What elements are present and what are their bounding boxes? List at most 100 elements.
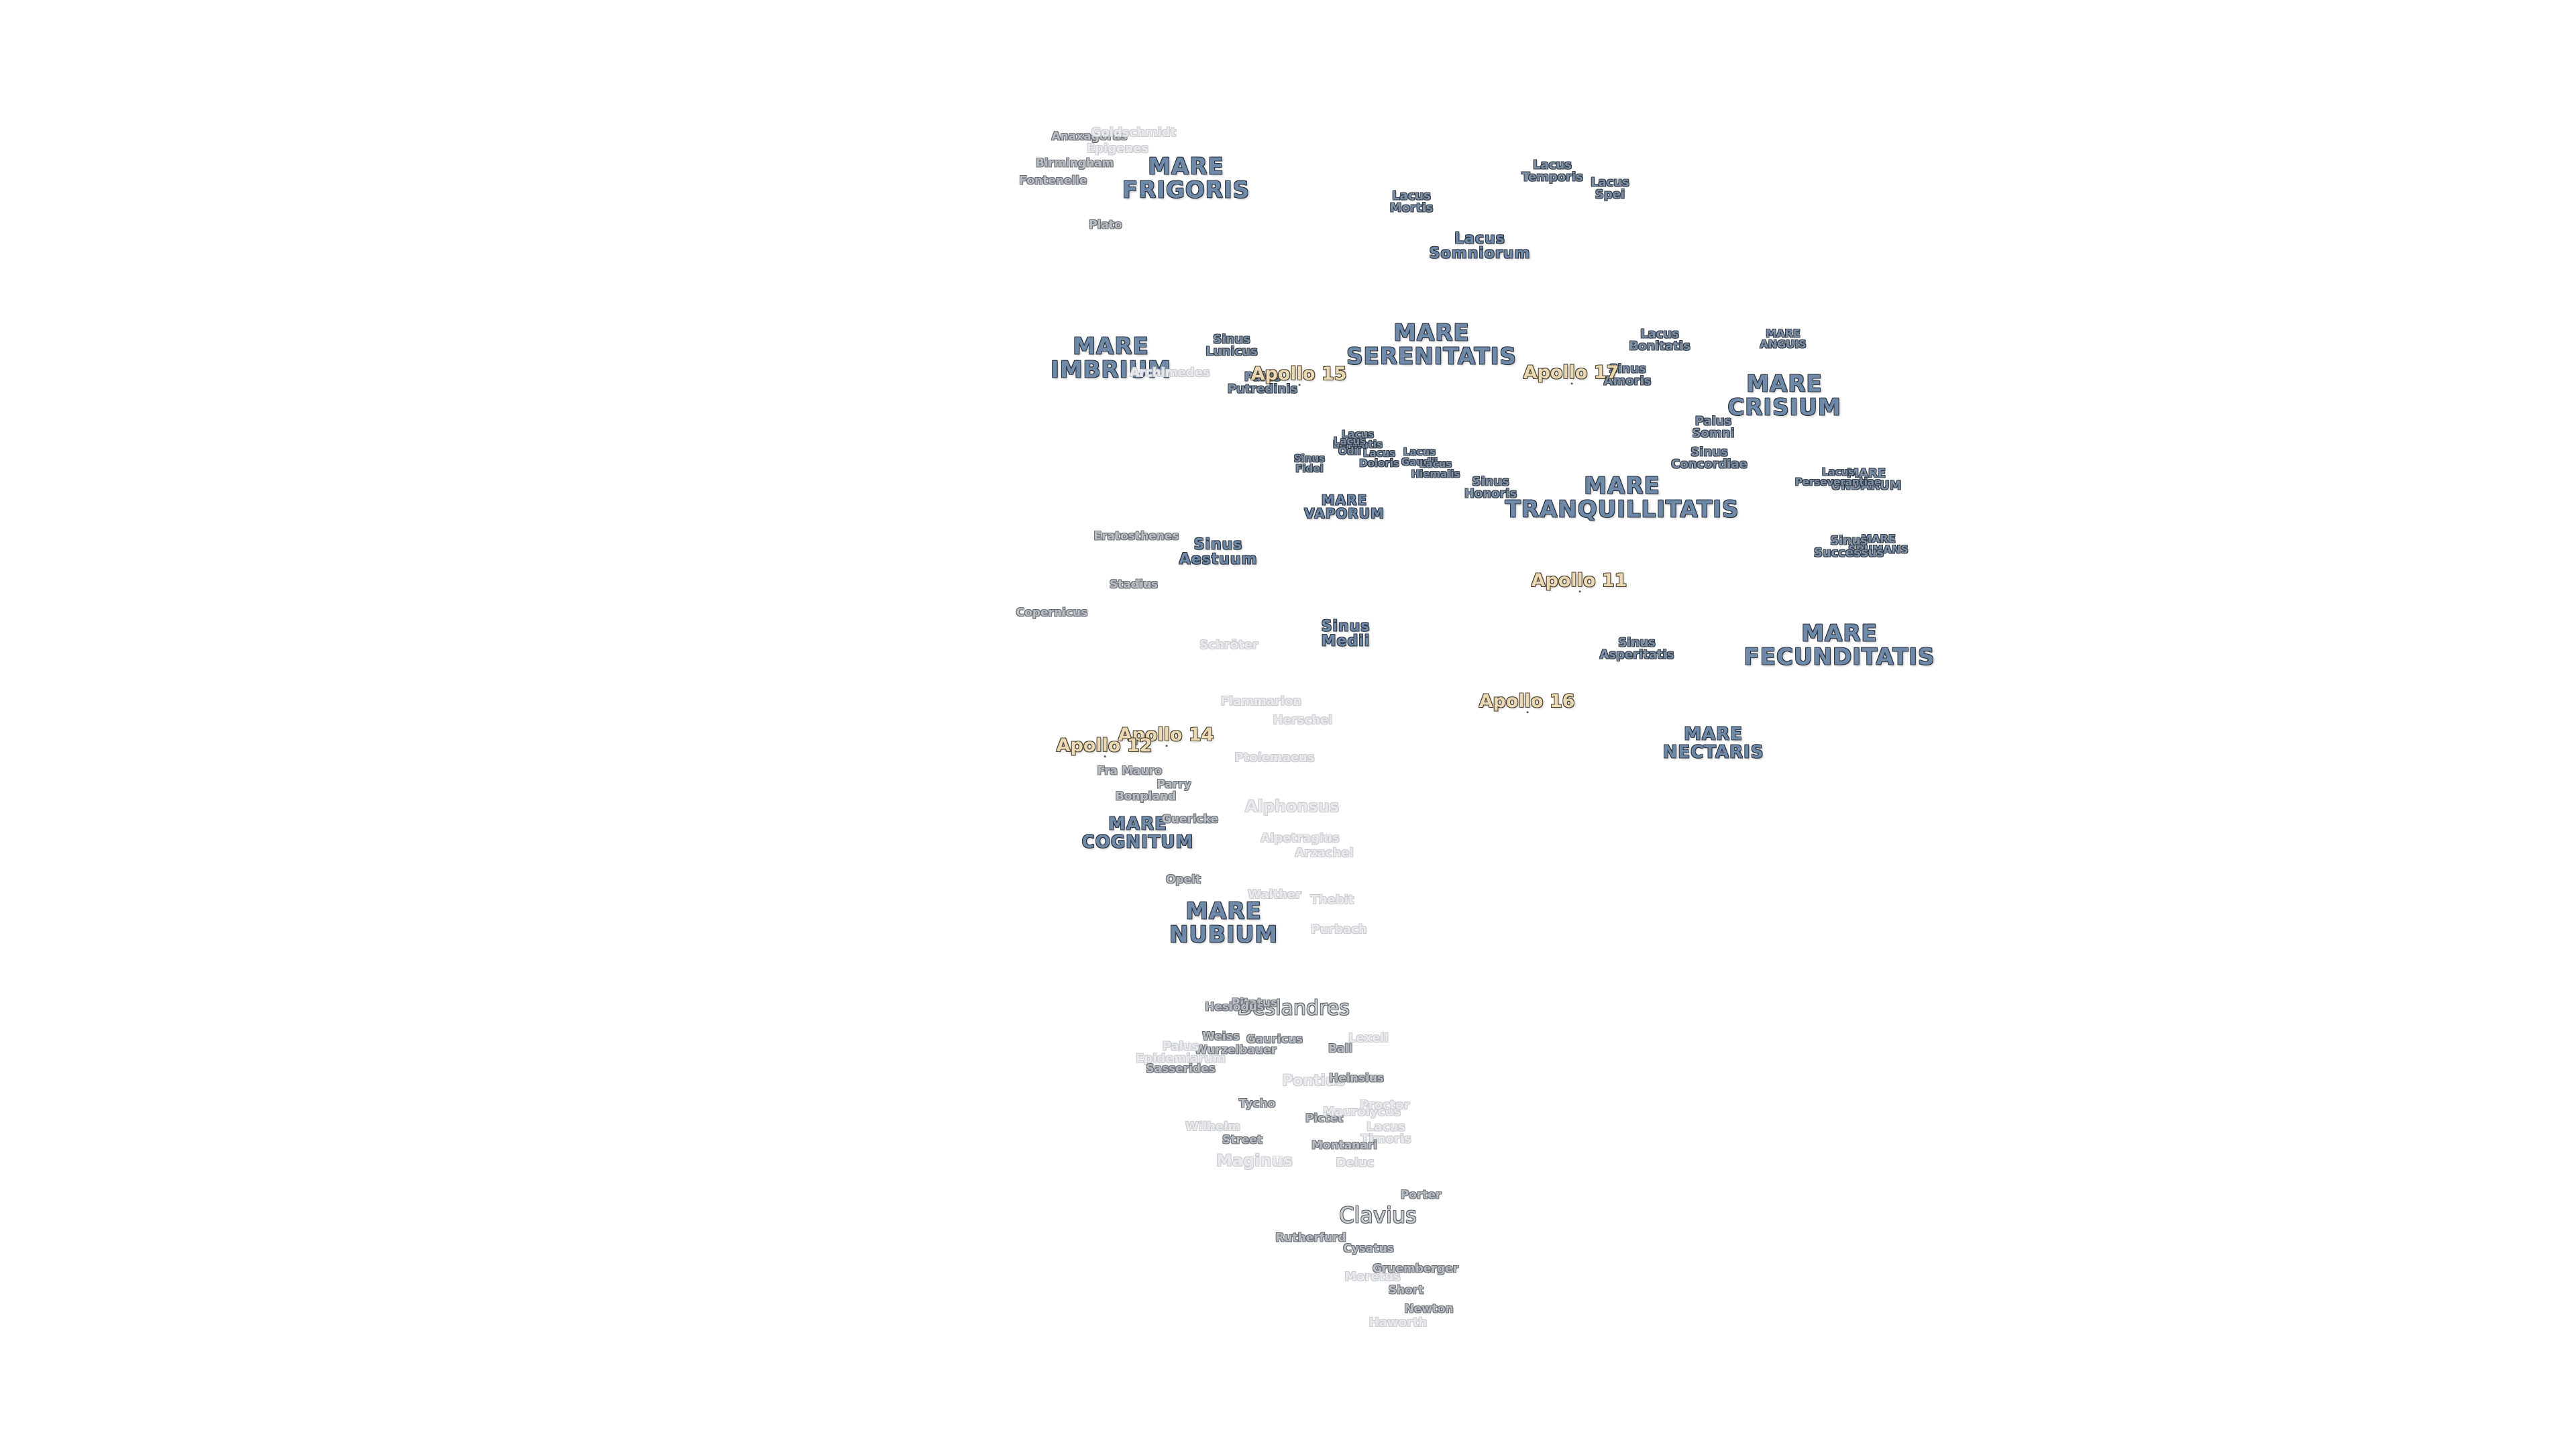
landing-site-marker: [1104, 755, 1106, 757]
crater-label: Heinsius: [1329, 1071, 1384, 1085]
crater-label: Thebit: [1310, 892, 1354, 907]
mare-label: MARE SPUMANS: [1848, 532, 1909, 556]
mare-label: Lacus Spei: [1591, 175, 1629, 202]
crater-label: Birmingham: [1035, 156, 1114, 170]
mare-label: MARE UNDARUM: [1831, 466, 1902, 493]
mare-label: Sinus Aestuum: [1179, 536, 1258, 568]
crater-label: Pitatus: [1231, 996, 1278, 1010]
apollo-site-label: Apollo 16: [1479, 691, 1575, 713]
crater-label: Fra Mauro: [1097, 764, 1163, 778]
crater-label: Walther: [1247, 887, 1302, 902]
landing-site-marker: [1527, 710, 1529, 713]
crater-label: Pontius: [1282, 1072, 1345, 1089]
apollo-site-label: Apollo 11: [1531, 570, 1627, 592]
mare-label: Lacus Odii: [1333, 435, 1366, 458]
crater-label: Wilhelm: [1185, 1119, 1241, 1134]
mare-label: Lacus Gaudii: [1401, 445, 1438, 468]
crater-label: Herschel: [1273, 712, 1333, 727]
mare-label: Palus Putredinis: [1227, 370, 1298, 396]
mare-label: MARE FRIGORIS: [1122, 153, 1250, 203]
crater-label: Flammarion: [1220, 694, 1302, 708]
crater-label: Parry: [1157, 777, 1191, 792]
crater-label: Palus Epidemiarum: [1136, 1039, 1226, 1066]
crater-label: Rutherfurd: [1275, 1231, 1346, 1245]
mare-label: Lacus Temporis: [1521, 158, 1583, 184]
crater-label: Plato: [1089, 218, 1122, 232]
crater-label: Maurolycus: [1322, 1104, 1401, 1119]
crater-label: Maginus: [1216, 1150, 1293, 1170]
mare-label: MARE NECTARIS: [1662, 724, 1764, 762]
crater-label: Archimedes: [1130, 365, 1210, 380]
mare-label: MARE VAPORUM: [1304, 492, 1385, 522]
mare-label: Lacus Perseverantiae: [1794, 466, 1882, 488]
crater-label: Bonpland: [1115, 790, 1177, 804]
mare-label: MARE CRISIUM: [1727, 370, 1841, 421]
crater-label: Ptolemaeus: [1234, 750, 1315, 765]
landing-site-marker: [1571, 382, 1573, 384]
mare-label: Lacus Hiemalis: [1411, 458, 1460, 480]
crater-label: Weiss: [1202, 1030, 1240, 1044]
crater-label: Alpetragius: [1260, 830, 1340, 845]
mare-label: Lacus Somniorum: [1429, 230, 1531, 262]
crater-label: Guericke: [1161, 812, 1219, 826]
crater-label: Schröter: [1199, 637, 1258, 652]
crater-label: Copernicus: [1016, 606, 1088, 620]
crater-label: Sasserides: [1146, 1062, 1216, 1076]
apollo-site-label: Apollo 15: [1250, 364, 1347, 386]
crater-label: Gauricus: [1246, 1032, 1303, 1046]
mare-label: Sinus Medii: [1321, 618, 1371, 650]
crater-label: Cysatus: [1343, 1242, 1394, 1256]
mare-label: MARE NUBIUM: [1169, 898, 1279, 948]
crater-label: Hesiodus: [1205, 1000, 1264, 1014]
mare-label: MARE TRANQUILLITATIS: [1505, 472, 1739, 523]
mare-label: Lacus Doloris: [1359, 447, 1399, 470]
crater-label: Pictet: [1305, 1112, 1344, 1126]
apollo-site-label: Apollo 12: [1056, 735, 1152, 757]
mare-label: Sinus Honoris: [1464, 474, 1517, 501]
crater-label: Tycho: [1238, 1097, 1276, 1111]
mare-label: MARE SERENITATIS: [1346, 319, 1517, 370]
crater-label: Epigenes: [1086, 141, 1149, 156]
mare-label: MARE IMBRIUM: [1051, 333, 1171, 383]
mare-label: Sinus Successus: [1813, 533, 1884, 560]
mare-label: MARE COGNITUM: [1081, 814, 1194, 852]
crater-label: Opelt: [1165, 873, 1201, 887]
mare-label: MARE ANGUIS: [1760, 327, 1807, 351]
crater-label: Street: [1222, 1133, 1263, 1147]
mare-label: Sinus Concordiae: [1671, 445, 1748, 472]
crater-label: Gruemberger: [1373, 1262, 1458, 1276]
crater-label: Ball: [1328, 1042, 1353, 1056]
crater-label: Moretus: [1344, 1269, 1401, 1284]
crater-label: Eratosthenes: [1093, 529, 1179, 543]
landing-site-marker: [1579, 590, 1581, 592]
landing-site-marker: [1166, 744, 1168, 747]
crater-label: Short: [1388, 1283, 1424, 1297]
crater-label: Arzachel: [1295, 845, 1354, 860]
crater-label: Fontenelle: [1019, 174, 1087, 188]
apollo-site-label: Apollo 14: [1118, 724, 1214, 747]
mare-label: Palus Somni: [1692, 414, 1735, 441]
mare-label: Sinus Asperitatis: [1599, 635, 1674, 662]
crater-label: Goldschmidt: [1091, 125, 1177, 140]
crater-label: Anaxagoras: [1051, 129, 1128, 144]
crater-label: Clavius: [1339, 1202, 1417, 1228]
landing-site-marker: [1299, 383, 1301, 386]
crater-label: Purbach: [1311, 922, 1367, 936]
crater-label: Deluc: [1336, 1155, 1375, 1170]
crater-label: Porter: [1400, 1188, 1442, 1202]
mare-label: Lacus Mortis: [1389, 189, 1434, 215]
mare-label: MARE FECUNDITATIS: [1743, 620, 1935, 670]
crater-label: Alphonsus: [1244, 796, 1340, 816]
mare-label: Sinus Lunicus: [1205, 332, 1258, 359]
crater-label: Proctor: [1359, 1097, 1410, 1112]
crater-label: Deslandres: [1237, 996, 1350, 1020]
mare-label: Sinus Fidei: [1293, 452, 1326, 475]
crater-label: Haworth: [1368, 1315, 1428, 1330]
mare-label: Lacus Bonitatis: [1629, 327, 1690, 354]
crater-label: Lacus Timoris: [1360, 1120, 1411, 1146]
mare-label: Sinus Amoris: [1603, 362, 1652, 388]
mare-label: Lacus Lenitatis: [1332, 428, 1383, 451]
crater-label: Lexell: [1348, 1030, 1389, 1045]
apollo-site-label: Apollo 17: [1523, 362, 1619, 384]
